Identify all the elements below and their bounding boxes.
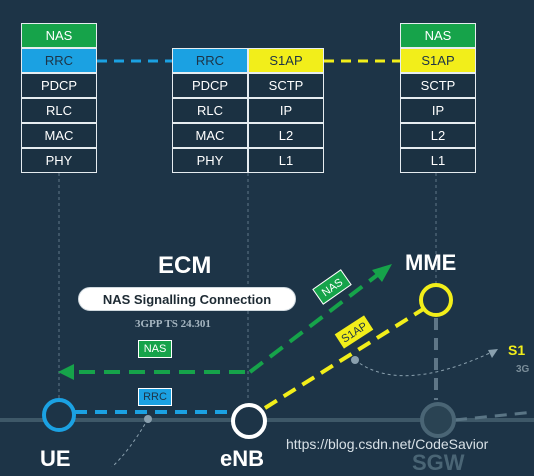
ue-stack-cell-mac: MAC <box>21 123 97 148</box>
ue-stack-cell-rrc: RRC <box>21 48 97 73</box>
enb-right-stack-cell-l2: L2 <box>248 123 324 148</box>
ue-stack-cell-pdcp: PDCP <box>21 73 97 98</box>
sgw-node <box>420 402 456 438</box>
enb-right-stack-cell-s1ap: S1AP <box>248 48 324 73</box>
enb-left-stack-cell-pdcp: PDCP <box>172 73 248 98</box>
mme-stack-cell-s1ap: S1AP <box>400 48 476 73</box>
ue-node <box>42 398 76 432</box>
ue-label: UE <box>40 446 71 471</box>
enb-right-stack-cell-sctp: SCTP <box>248 73 324 98</box>
enb-right-stack-cell-ip: IP <box>248 98 324 123</box>
nas-diagonal-line <box>248 271 382 374</box>
rrc-tag: RRC <box>138 388 172 406</box>
nas-arrow-left <box>58 364 74 380</box>
spec-label: 3GPP TS 24.301 <box>135 318 211 330</box>
mme-label: MME <box>405 250 457 275</box>
mme-stack-cell-sctp: SCTP <box>400 73 476 98</box>
s1-sub-label: 3G <box>516 364 530 375</box>
enb-left-stack-cell-mac: MAC <box>172 123 248 148</box>
sgw-label: SGW <box>412 450 465 475</box>
sgw-dash-line <box>454 410 534 422</box>
mme-stack-cell-ip: IP <box>400 98 476 123</box>
ue-stack-cell-rlc: RLC <box>21 98 97 123</box>
ue-stack-cell-nas: NAS <box>21 23 97 48</box>
nas-slanted-tag: NAS <box>312 269 352 305</box>
mme-stack-cell-nas: NAS <box>400 23 476 48</box>
enb-node <box>231 403 267 439</box>
nas-arrow-up <box>372 264 392 282</box>
nas-green-tag-label: NAS <box>143 343 167 355</box>
ue-stack-cell-phy: PHY <box>21 148 97 173</box>
s1-pointer-curve <box>354 351 493 377</box>
s1-label: S1 <box>508 342 526 358</box>
nas-signalling-label: NAS Signalling Connection <box>102 292 272 307</box>
enb-left-stack-cell-rlc: RLC <box>172 98 248 123</box>
watermark: https://blog.csdn.net/CodeSavior <box>286 436 489 452</box>
enb-left-stack-cell-phy: PHY <box>172 148 248 173</box>
mme-node <box>419 283 453 317</box>
s1ap-link-line <box>263 306 427 410</box>
ecm-label: ECM <box>158 252 212 279</box>
s1-pointer-arrow <box>488 349 498 358</box>
mme-stack-cell-l1: L1 <box>400 148 476 173</box>
rrc-pointer-curve <box>111 418 149 467</box>
mme-stack-cell-l2: L2 <box>400 123 476 148</box>
enb-right-stack-cell-l1: L1 <box>248 148 324 173</box>
nas-green-tag: NAS <box>138 340 172 358</box>
nas-signalling-callout: NAS Signalling Connection <box>78 287 296 311</box>
enb-label: eNB <box>220 446 265 471</box>
enb-left-stack-cell-rrc: RRC <box>172 48 248 73</box>
rrc-tag-label: RRC <box>143 391 167 403</box>
